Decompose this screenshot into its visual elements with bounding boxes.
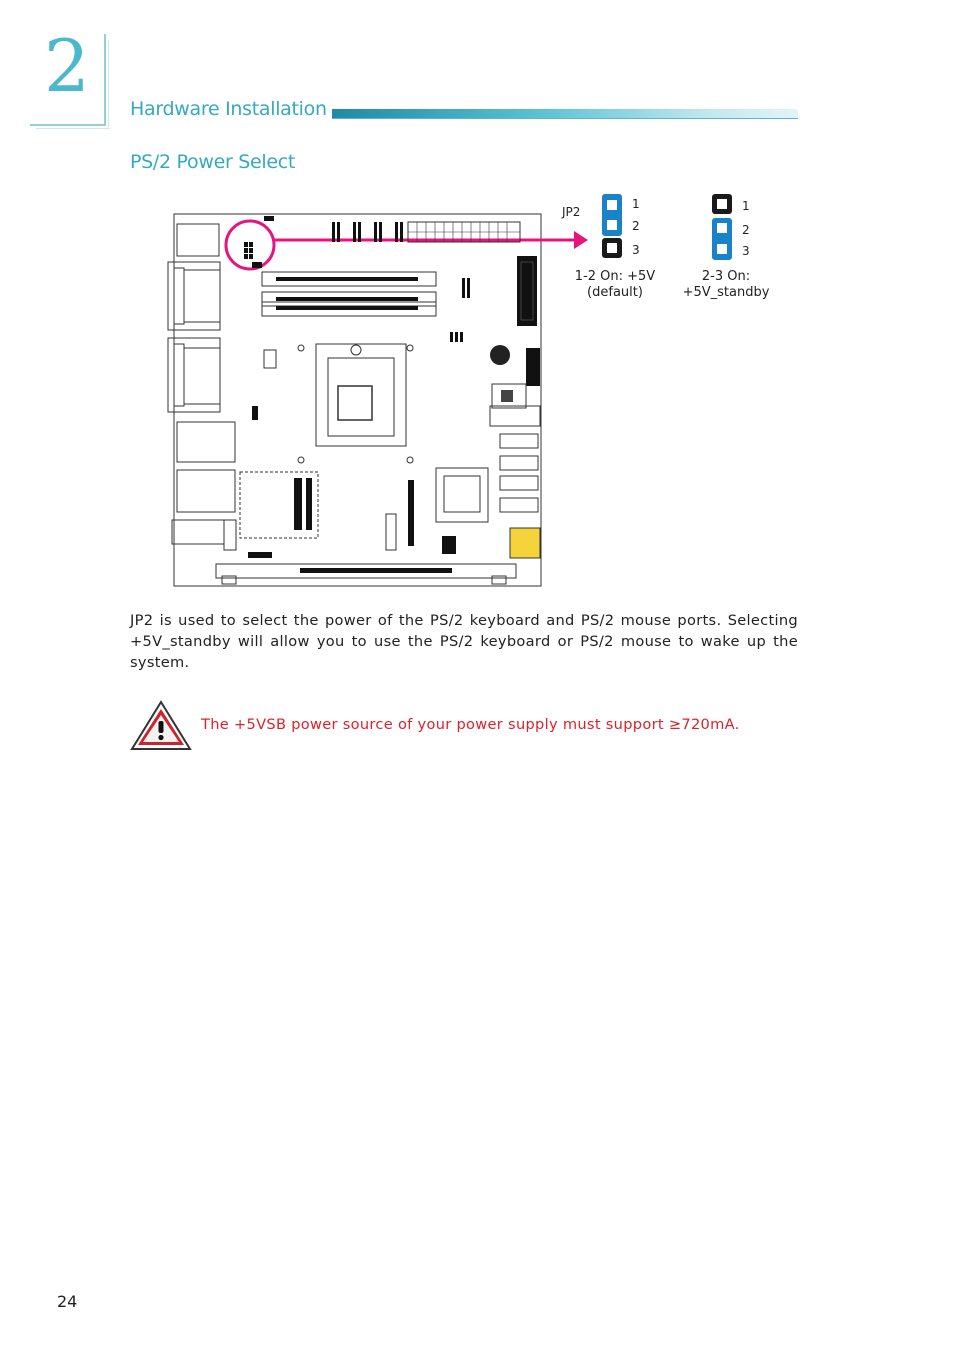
jp2-label: JP2: [561, 205, 580, 219]
jp2-on-board: [244, 242, 253, 259]
pin-1-label: 1: [742, 199, 750, 213]
caution-text: The +5VSB power source of your power sup…: [201, 716, 740, 733]
page-number: 24: [57, 1292, 78, 1311]
title-gradient-bar: [332, 109, 798, 118]
top-headers: [332, 222, 403, 242]
motherboard-diagram: JP2 1 2 3 1 2 3 1-2 On: +5V (default) 2-…: [160, 188, 800, 598]
chapter-frame-decoration: [36, 128, 110, 129]
buzzer: [490, 345, 510, 365]
pointer-arrowhead: [574, 231, 588, 249]
power-connector-pins: [408, 222, 520, 242]
chapter-number: 2: [44, 24, 90, 108]
caution-box: [130, 700, 192, 756]
subsection-title: PS/2 Power Select: [130, 151, 296, 173]
chapter-frame-decoration: [108, 40, 109, 128]
setting-1-line1: 1-2 On: +5V: [575, 269, 656, 284]
io-block: [176, 223, 220, 257]
description-paragraph: JP2 is used to select the power of the P…: [130, 612, 798, 671]
mini-pcie-slot: [239, 471, 319, 539]
pin-3-label: 3: [632, 243, 640, 257]
title-underline: [332, 118, 798, 119]
jumper-setting-2-3: [712, 194, 732, 260]
pcie-slot: [215, 563, 517, 579]
pin-2-label: 2: [742, 223, 750, 237]
sata-connector: [499, 433, 539, 449]
pin-3-label: 3: [742, 244, 750, 258]
board-outline: [173, 213, 542, 587]
ide-connector: [517, 256, 537, 326]
pin-2-label: 2: [632, 219, 640, 233]
yellow-header: [509, 527, 541, 559]
setting-2-line2: +5V_standby: [683, 285, 770, 300]
dimm-slot: [261, 271, 437, 287]
jumper-setting-1-2: [602, 194, 622, 258]
warning-triangle-icon: [130, 700, 192, 750]
io-lan: [176, 421, 236, 463]
chapter-frame-decoration: [104, 34, 106, 126]
io-usb: [176, 469, 236, 513]
section-title: Hardware Installation: [130, 98, 327, 120]
setting-1-line2: (default): [587, 285, 643, 300]
setting-2-line1: 2-3 On:: [702, 269, 750, 284]
chapter-frame-decoration: [30, 124, 106, 126]
jp2-highlight-circle: [224, 219, 276, 271]
cpu-socket: [315, 343, 407, 447]
motherboard-svg: JP2 1 2 3 1 2 3 1-2 On: +5V (default) 2-…: [167, 194, 770, 587]
chipset: [435, 467, 489, 523]
pin-1-label: 1: [632, 197, 640, 211]
